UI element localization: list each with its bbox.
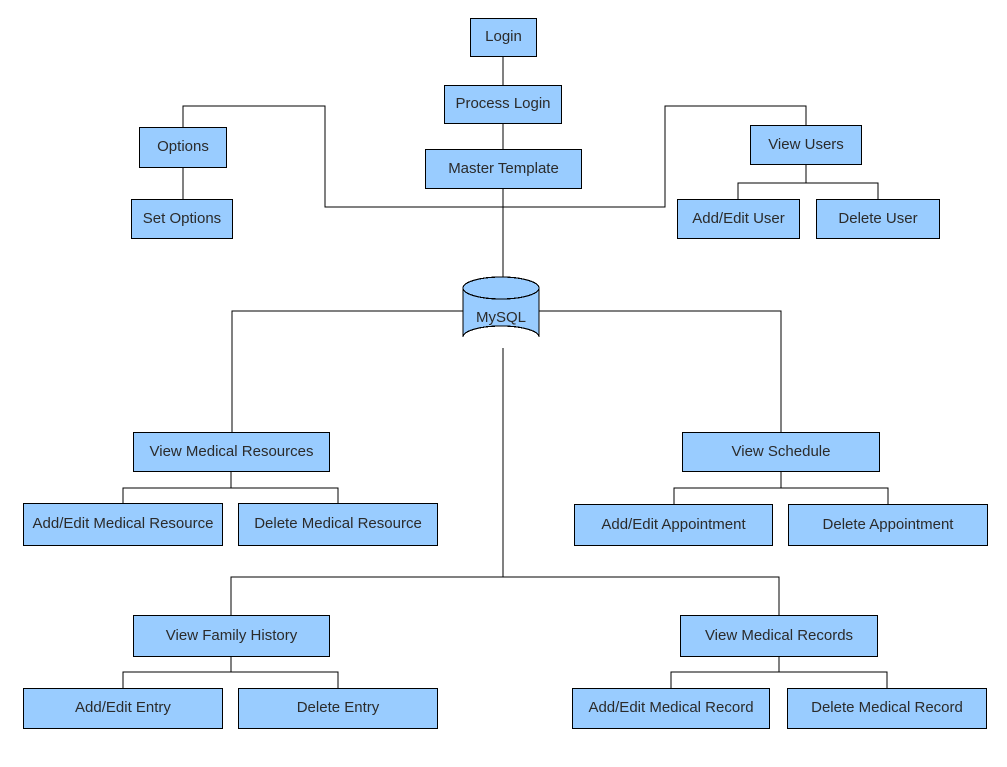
- node-view-medical-resources: View Medical Resources: [133, 432, 330, 472]
- node-master-template: Master Template: [425, 149, 582, 189]
- node-add-edit-user: Add/Edit User: [677, 199, 800, 239]
- connector-path: [122, 57, 889, 688]
- node-view-schedule: View Schedule: [682, 432, 880, 472]
- node-delete-entry: Delete Entry: [238, 688, 438, 729]
- node-delete-medical-resource: Delete Medical Resource: [238, 503, 438, 546]
- node-set-options: Set Options: [131, 199, 233, 239]
- node-delete-appointment: Delete Appointment: [788, 504, 988, 546]
- node-add-edit-entry: Add/Edit Entry: [23, 688, 223, 729]
- node-view-medical-records: View Medical Records: [680, 615, 878, 657]
- node-view-family-history: View Family History: [133, 615, 330, 657]
- node-mysql-label: MySQL: [475, 309, 526, 326]
- node-process-login: Process Login: [444, 85, 562, 124]
- node-add-edit-appointment: Add/Edit Appointment: [574, 504, 773, 546]
- node-login: Login: [470, 18, 537, 57]
- node-delete-medical-record: Delete Medical Record: [787, 688, 987, 729]
- node-add-edit-medical-record: Add/Edit Medical Record: [572, 688, 770, 729]
- node-options: Options: [139, 127, 227, 168]
- node-add-edit-medical-resource: Add/Edit Medical Resource: [23, 503, 223, 546]
- node-view-users: View Users: [750, 125, 862, 165]
- mysql-cylinder-icon: [462, 276, 540, 338]
- node-delete-user: Delete User: [816, 199, 940, 239]
